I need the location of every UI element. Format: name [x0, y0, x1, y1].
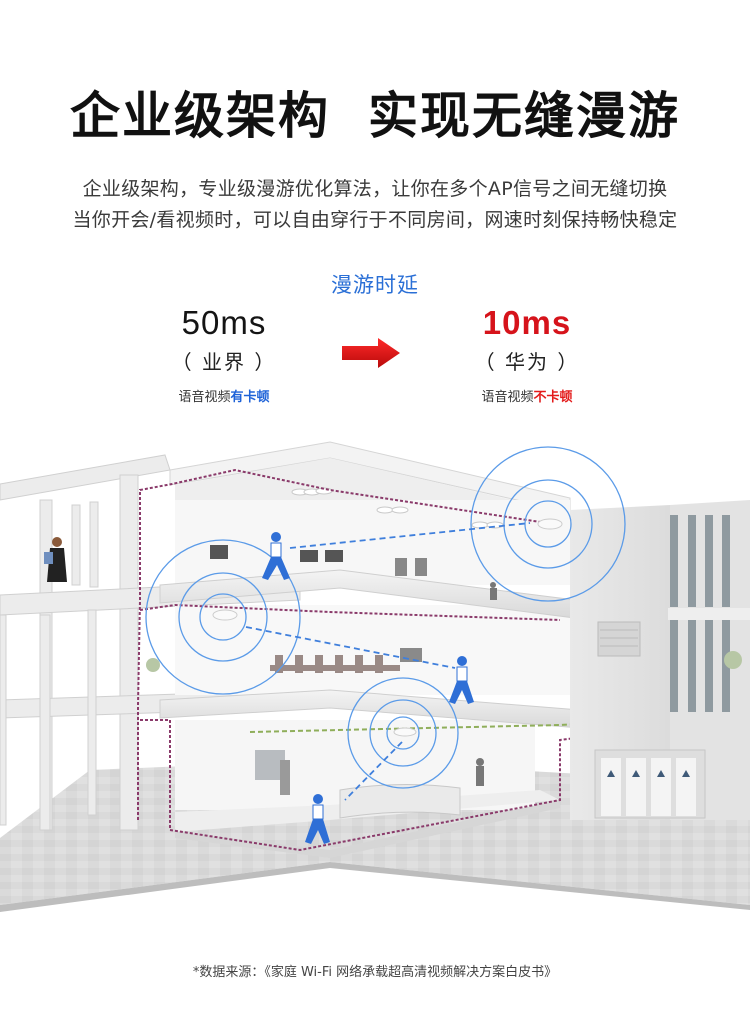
data-source-footnote: *数据来源：《家庭 Wi-Fi 网络承载超高清视频解决方案白皮书》	[192, 965, 558, 980]
roaming-user-bottom	[305, 794, 330, 844]
title-part-2: 实现无缝漫游	[368, 87, 680, 145]
description-line-1: 企业级架构，专业级漫游优化算法，让你在多个AP信号之间无缝切换	[82, 178, 668, 200]
industry-note-highlight: 有卡顿	[230, 390, 270, 405]
huawei-latency-value: 10ms	[482, 304, 572, 341]
latency-title: 漫游时延	[331, 273, 419, 297]
right-arrow-icon	[342, 338, 400, 368]
building-illustration	[0, 441, 750, 912]
right-annex-wall	[570, 505, 670, 820]
ap-signal-top	[470, 446, 626, 602]
roaming-links	[245, 522, 531, 801]
huawei-note-highlight: 不卡顿	[533, 390, 573, 405]
industry-latency-block: 50ms （ 业界 ） 语音视频有卡顿	[124, 303, 324, 405]
roaming-user-middle	[449, 656, 474, 704]
title-part-1: 企业级架构	[70, 87, 330, 145]
industry-note-prefix: 语音视频	[178, 390, 231, 405]
industry-label: （ 业界 ）	[171, 350, 277, 374]
roaming-user-top	[262, 532, 290, 580]
access-point-bottom	[393, 727, 417, 737]
person-reading	[44, 537, 67, 582]
ap-signal-bottom	[347, 677, 459, 789]
ap-signal-middle	[145, 539, 301, 695]
conference-table	[270, 655, 400, 673]
wall-vent	[597, 621, 641, 657]
huawei-note-prefix: 语音视频	[481, 390, 534, 405]
huawei-note: 语音视频不卡顿	[427, 386, 627, 405]
industry-latency-value: 50ms	[181, 304, 267, 341]
access-point-middle	[212, 609, 238, 621]
huawei-label: （ 华为 ）	[474, 350, 580, 374]
electrical-cabinet	[594, 749, 706, 819]
description-line-2: 当你开会/看视频时，可以自由穿行于不同房间，网速时刻保持畅快稳定	[72, 209, 678, 231]
page-title: 企业级架构实现无缝漫游	[0, 76, 750, 148]
reception-desk	[339, 783, 461, 819]
access-point-top	[537, 518, 563, 530]
huawei-latency-block: 10ms （ 华为 ） 语音视频不卡顿	[427, 303, 627, 405]
industry-note: 语音视频有卡顿	[124, 386, 324, 405]
